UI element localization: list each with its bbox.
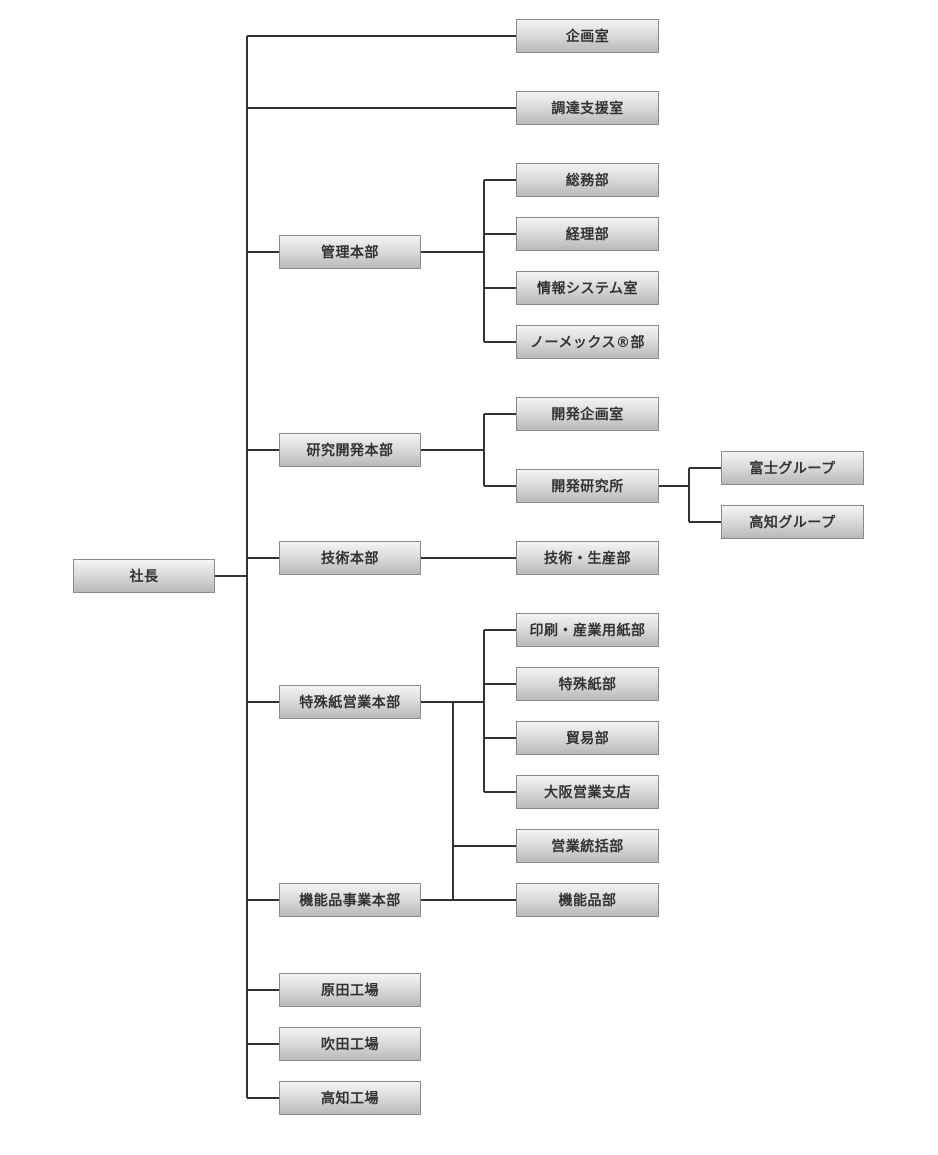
box-special-paper: 特殊紙部 (516, 667, 659, 701)
box-functional-products: 機能品部 (516, 883, 659, 917)
box-fuji-group: 富士グループ (721, 451, 864, 485)
box-trade: 貿易部 (516, 721, 659, 755)
box-functional-hq: 機能品事業本部 (279, 883, 421, 917)
box-info-systems: 情報システム室 (516, 271, 659, 305)
box-kochi-group: 高知グループ (721, 505, 864, 539)
box-procurement-office: 調達支援室 (516, 91, 659, 125)
box-special-paper-hq: 特殊紙営業本部 (279, 685, 421, 719)
box-osaka-branch: 大阪営業支店 (516, 775, 659, 809)
box-harada-factory: 原田工場 (279, 973, 421, 1007)
box-general-affairs: 総務部 (516, 163, 659, 197)
box-dev-planning: 開発企画室 (516, 397, 659, 431)
box-suita-factory: 吹田工場 (279, 1027, 421, 1061)
box-kochi-factory: 高知工場 (279, 1081, 421, 1115)
box-sales-control: 営業統括部 (516, 829, 659, 863)
box-tech-production: 技術・生産部 (516, 541, 659, 575)
box-accounting: 経理部 (516, 217, 659, 251)
box-rd-hq: 研究開発本部 (279, 433, 421, 467)
box-president: 社長 (73, 559, 215, 593)
box-tech-hq: 技術本部 (279, 541, 421, 575)
box-dev-lab: 開発研究所 (516, 469, 659, 503)
box-admin-hq: 管理本部 (279, 235, 421, 269)
box-printing-industrial: 印刷・産業用紙部 (516, 613, 659, 647)
box-planning-office: 企画室 (516, 19, 659, 53)
box-nomex: ノーメックス®部 (516, 325, 659, 359)
